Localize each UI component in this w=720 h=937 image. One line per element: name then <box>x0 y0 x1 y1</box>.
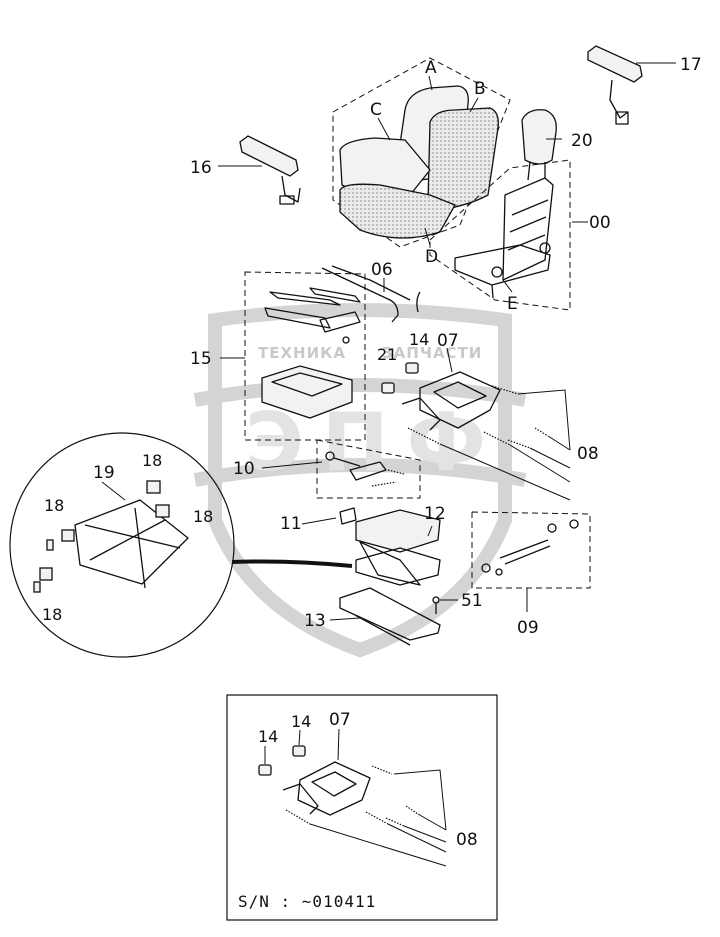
seat-frame <box>429 159 571 311</box>
lower-frame <box>339 587 441 646</box>
shaft-group-boundary <box>316 439 421 499</box>
label-12: 12 <box>424 504 446 524</box>
label-C: C <box>370 100 382 120</box>
slide-rails-boundary <box>244 271 366 441</box>
label-19: 19 <box>93 463 115 483</box>
label-B: B <box>474 79 486 99</box>
seat-frame-back <box>502 177 554 281</box>
inset-frame <box>226 694 498 921</box>
inset-label-14-left: 14 <box>258 727 278 746</box>
label-08: 08 <box>577 444 599 464</box>
label-18-right: 18 <box>193 507 213 526</box>
watermark-logo: ТЕХНИКА ЗАПЧАСТИ ЭПФ <box>193 303 527 658</box>
seat-frame-boundary <box>429 159 571 311</box>
serial-inset: 14 14 07 08 S/N : ~010411 <box>226 694 498 921</box>
armrest-right <box>587 45 643 125</box>
label-18-left: 18 <box>44 496 64 515</box>
label-A: A <box>425 58 437 78</box>
label-20: 20 <box>571 131 593 151</box>
shaft-group <box>316 439 421 499</box>
bracket-assembly <box>401 371 549 449</box>
watermark-logo-letters: ЭПФ <box>245 396 504 489</box>
serial-number-note: S/N : ~010411 <box>238 892 376 911</box>
label-10: 10 <box>233 459 255 479</box>
seat-cushion-cover-D <box>339 183 456 239</box>
watermark-text-left: ТЕХНИКА <box>258 344 346 362</box>
label-11: 11 <box>280 514 302 534</box>
seat-assembly-boundary <box>332 57 511 248</box>
scissor-lift <box>339 507 441 586</box>
label-07: 07 <box>437 331 459 351</box>
label-00: 00 <box>589 213 611 233</box>
leader-lines <box>101 62 676 621</box>
armrest-left <box>239 135 301 205</box>
inset-label-07: 07 <box>329 710 351 730</box>
cable-set <box>321 265 421 323</box>
slide-rails-group <box>244 271 366 441</box>
seat-back-cover-B <box>427 107 499 211</box>
label-51: 51 <box>461 591 483 611</box>
label-14: 14 <box>409 330 429 349</box>
scissor-detail-circle <box>9 432 353 658</box>
shock-absorber-group <box>471 511 591 589</box>
label-21: 21 <box>377 345 397 364</box>
shock-absorber-boundary <box>471 511 591 589</box>
part-labels: A B C D E 00 06 07 08 09 10 11 12 13 14 … <box>42 55 702 638</box>
inset-label-08: 08 <box>456 830 478 850</box>
label-D: D <box>425 247 438 267</box>
label-09: 09 <box>517 618 539 638</box>
label-15: 15 <box>190 349 212 369</box>
label-E: E <box>507 294 518 314</box>
label-18-top: 18 <box>142 451 162 470</box>
watermark-text-right: ЗАПЧАСТИ <box>382 344 482 362</box>
label-13: 13 <box>304 611 326 631</box>
small-caps <box>381 362 419 394</box>
headrest <box>521 109 557 181</box>
label-06: 06 <box>371 260 393 280</box>
label-18-bottom: 18 <box>42 605 62 624</box>
inset-label-14-right: 14 <box>291 712 311 731</box>
seat-assembly <box>332 57 511 248</box>
label-16: 16 <box>190 158 212 178</box>
label-17: 17 <box>680 55 702 75</box>
